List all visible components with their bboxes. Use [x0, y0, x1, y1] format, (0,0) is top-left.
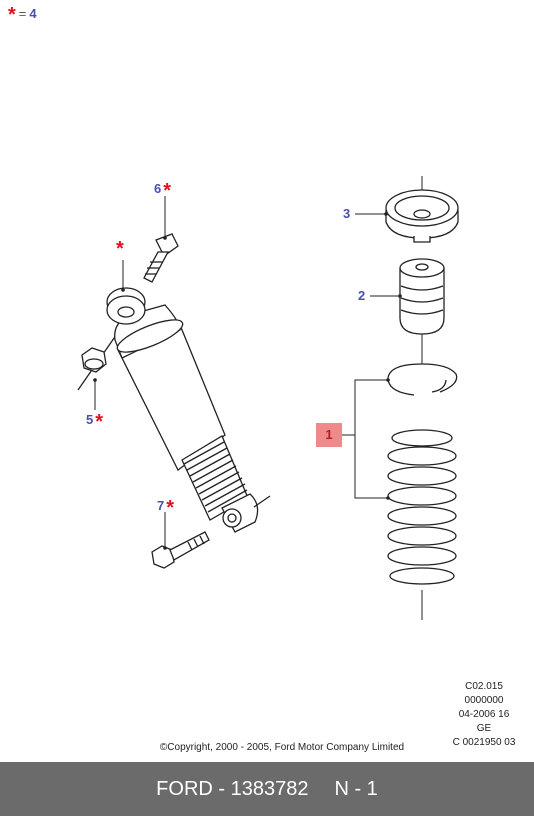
star-icon: * [8, 4, 16, 26]
stamp-line: 04-2006 16 [458, 709, 510, 720]
legend-value: 4 [29, 6, 37, 21]
callout-3: 3 [343, 206, 351, 221]
callout-7-number: 7 [157, 498, 165, 513]
callout-6-number: 6 [154, 181, 162, 196]
stamp-line: 0000000 [464, 695, 504, 706]
spring-assembly [385, 176, 459, 620]
stamp-line: C02.015 [465, 681, 503, 692]
star-icon: * [116, 238, 124, 260]
callout-5: 5* [86, 411, 103, 434]
shock-absorber [77, 233, 271, 569]
drawing-stamp: C02.015 0000000 04-2006 16 GE C 0021950 … [444, 680, 524, 750]
callout-6: 6* [154, 180, 171, 203]
copyright-text: ©Copyright, 2000 - 2005, Ford Motor Comp… [159, 742, 405, 753]
stamp-line: C 0021950 03 [452, 737, 516, 748]
footer-bar: FORD - 1383782 N - 1 [0, 762, 534, 816]
star-icon: * [163, 180, 172, 202]
callout-1-highlight: 1 [316, 423, 342, 447]
copyright-notice: ©Copyright, 2000 - 2005, Ford Motor Comp… [0, 742, 534, 753]
star-icon: * [166, 497, 175, 519]
part-number: FORD - 1383782 [156, 777, 309, 800]
page-indicator: N - 1 [334, 777, 378, 800]
callout-7: 7* [157, 497, 174, 520]
callout-5-number: 5 [86, 412, 94, 427]
parts-diagram [77, 176, 459, 620]
legend: *=4 [8, 5, 37, 25]
callout-2: 2 [358, 288, 366, 303]
star-icon: * [95, 411, 104, 433]
stamp-line: GE [476, 723, 492, 734]
legend-equals: = [18, 6, 27, 21]
